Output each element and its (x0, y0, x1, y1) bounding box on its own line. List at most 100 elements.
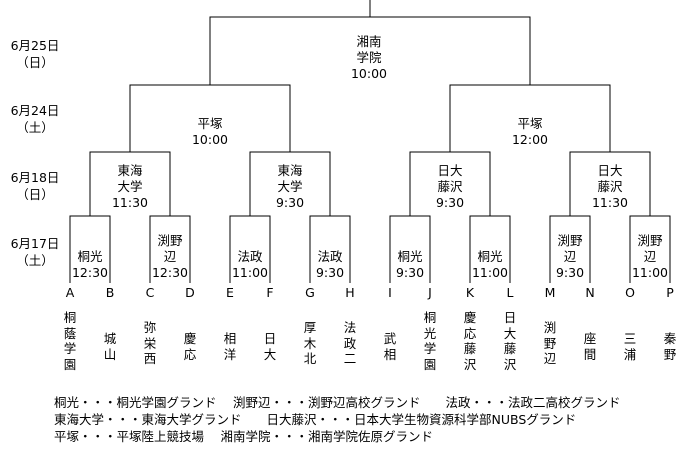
team-name: 桐光学園 (423, 310, 437, 372)
date-line: 6月17日 (10, 236, 60, 251)
first-round-connector (549, 195, 591, 283)
semifinal-connector (129, 55, 291, 120)
team-name: 相洋 (223, 331, 237, 362)
match-time: 10:00 (191, 132, 229, 147)
team-name: 武相 (383, 331, 397, 362)
date-weekday: （土） (16, 120, 54, 135)
match-venue: 法政 (237, 249, 263, 264)
quarterfinal-match-info: 日大 藤沢 11:30 (592, 163, 628, 211)
match-venue: 桐光 (77, 249, 103, 264)
match-time: 9:30 (315, 265, 345, 280)
first-round-connector (309, 195, 351, 283)
slot-letter: O (625, 285, 635, 300)
quarterfinal-match-info: 東海 大学 11:30 (112, 163, 148, 211)
match-venue: 平塚 (517, 116, 543, 131)
semifinal-match-info: 平塚 10:00 (192, 116, 228, 148)
match-venue: 渕野 辺 (557, 233, 583, 264)
date-label-first-round: 6月17日 （土） (8, 235, 62, 269)
date-weekday: （日） (16, 187, 54, 202)
slot-letter: L (506, 285, 514, 300)
quarterfinal-connector (409, 120, 491, 195)
match-time: 9:30 (555, 265, 585, 280)
match-time: 9:30 (275, 195, 305, 210)
team-name: 座間 (583, 331, 597, 362)
slot-letter: P (666, 285, 674, 300)
team-name: 渕野辺 (543, 320, 557, 366)
slot-letter: A (65, 285, 75, 300)
final-match-info: 湘南 学院 10:00 (351, 34, 387, 82)
legend-line: 平塚・・・平塚陸上競技場 湘南学院・・・湘南学院佐原グランド (54, 429, 433, 444)
date-weekday: （土） (16, 253, 54, 268)
team-name: 三浦 (623, 331, 637, 362)
date-weekday: （日） (16, 55, 54, 70)
slot-letter: G (305, 285, 315, 300)
slot-letter: K (465, 285, 475, 300)
first-round-connector (149, 195, 191, 283)
first-round-connector (69, 195, 111, 283)
slot-letter: B (105, 285, 115, 300)
match-venue: 渕野 辺 (157, 233, 183, 264)
venue-legend: 桐光・・・桐光学園グランド 渕野辺・・・渕野辺高校グランド 法政・・・法政二高校… (54, 394, 620, 445)
first-round-match-info: 渕野 辺 11:00 (632, 233, 668, 281)
final-connector (209, 0, 531, 55)
team-name: 日大 (263, 331, 277, 362)
match-venue: 桐光 (477, 249, 503, 264)
team-name: 桐蔭学園 (63, 310, 77, 372)
first-round-connector (389, 195, 431, 283)
team-name: 慶応藤沢 (463, 310, 477, 372)
quarterfinal-connector (569, 120, 651, 195)
slot-letter: H (345, 285, 355, 300)
match-time: 12:30 (71, 265, 109, 280)
slot-letter: F (266, 285, 274, 300)
legend-line: 桐光・・・桐光学園グランド 渕野辺・・・渕野辺高校グランド 法政・・・法政二高校… (54, 395, 621, 410)
match-venue: 東海 大学 (277, 163, 303, 194)
legend-line: 東海大学・・・東海大学グランド 日大藤沢・・・日本大学生物資源科学部NUBSグラ… (54, 412, 577, 427)
first-round-match-info: 桐光 11:00 (472, 249, 508, 281)
semifinal-connector (449, 55, 611, 120)
date-line: 6月24日 (10, 103, 60, 118)
match-time: 11:00 (471, 265, 509, 280)
match-time: 12:30 (151, 265, 189, 280)
date-label-semifinal: 6月24日 （土） (8, 102, 62, 136)
first-round-connector (629, 195, 671, 283)
team-name: 城山 (103, 331, 117, 362)
quarterfinal-match-info: 日大 藤沢 9:30 (436, 163, 464, 211)
slot-letter: J (428, 285, 432, 300)
first-round-match-info: 渕野 辺 12:30 (152, 233, 188, 281)
date-line: 6月18日 (10, 170, 60, 185)
match-time: 12:00 (511, 132, 549, 147)
match-venue: 日大 藤沢 (597, 163, 623, 194)
first-round-connector (229, 195, 271, 283)
match-time: 11:30 (591, 195, 629, 210)
first-round-match-info: 桐光 9:30 (396, 249, 424, 281)
match-venue: 桐光 (397, 249, 423, 264)
match-venue: 渕野 辺 (637, 233, 663, 264)
date-label-quarterfinal: 6月18日 （日） (8, 169, 62, 203)
match-time: 11:30 (111, 195, 149, 210)
quarterfinal-connector (249, 120, 331, 195)
team-name: 慶応 (183, 331, 197, 362)
match-venue: 平塚 (197, 116, 223, 131)
match-time: 11:00 (231, 265, 269, 280)
first-round-match-info: 渕野 辺 9:30 (556, 233, 584, 281)
team-name: 日大藤沢 (503, 310, 517, 372)
first-round-match-info: 法政 9:30 (316, 249, 344, 281)
slot-letter: D (185, 285, 195, 300)
match-time: 9:30 (435, 195, 465, 210)
match-venue: 東海 大学 (117, 163, 143, 194)
slot-letter: M (544, 285, 556, 300)
team-name: 厚木北 (303, 320, 317, 366)
quarterfinal-connector (89, 120, 171, 195)
first-round-match-info: 桐光 12:30 (72, 249, 108, 281)
team-name: 法政二 (343, 320, 357, 366)
slot-letter: N (585, 285, 595, 300)
match-venue: 法政 (317, 249, 343, 264)
match-time: 11:00 (631, 265, 669, 280)
match-time: 10:00 (350, 66, 388, 81)
first-round-connector (469, 195, 511, 283)
slot-letter: C (145, 285, 155, 300)
team-name: 弥栄西 (143, 320, 157, 366)
quarterfinal-match-info: 東海 大学 9:30 (276, 163, 304, 211)
match-venue: 湘南 学院 (356, 34, 382, 65)
